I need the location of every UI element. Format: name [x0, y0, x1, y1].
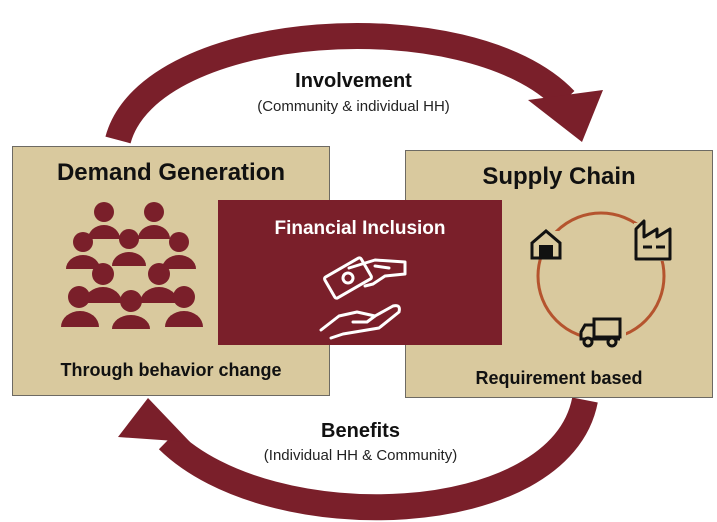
benefits-arrow: [158, 396, 598, 521]
supply-chain-subtitle: Requirement based: [475, 368, 643, 388]
benefits-subtitle: (Individual HH & Community): [263, 447, 458, 464]
financial-inclusion-title: Financial Inclusion: [274, 218, 446, 239]
involvement-arrow: [105, 22, 575, 145]
warehouse-icon: [530, 229, 562, 260]
benefits-title: Benefits: [321, 420, 400, 442]
factory-icon: [634, 219, 674, 261]
demand-generation-title: Demand Generation: [56, 159, 286, 186]
money-hand-icon: [319, 256, 407, 340]
involvement-subtitle: (Community & individual HH): [257, 98, 450, 115]
involvement-arrowhead: [528, 90, 603, 142]
benefits-arrowhead: [118, 398, 190, 442]
supply-cycle-diagram: [530, 211, 674, 348]
financial-inclusion-box: Financial Inclusion: [218, 200, 502, 345]
involvement-title: Involvement: [295, 70, 412, 92]
supply-chain-title: Supply Chain: [482, 163, 636, 190]
demand-generation-subtitle: Through behavior change: [60, 360, 282, 380]
demand-generation-panel: Demand Generation Through behavior chang…: [12, 146, 330, 396]
truck-icon: [579, 317, 626, 348]
people-group-icon: [61, 202, 203, 329]
